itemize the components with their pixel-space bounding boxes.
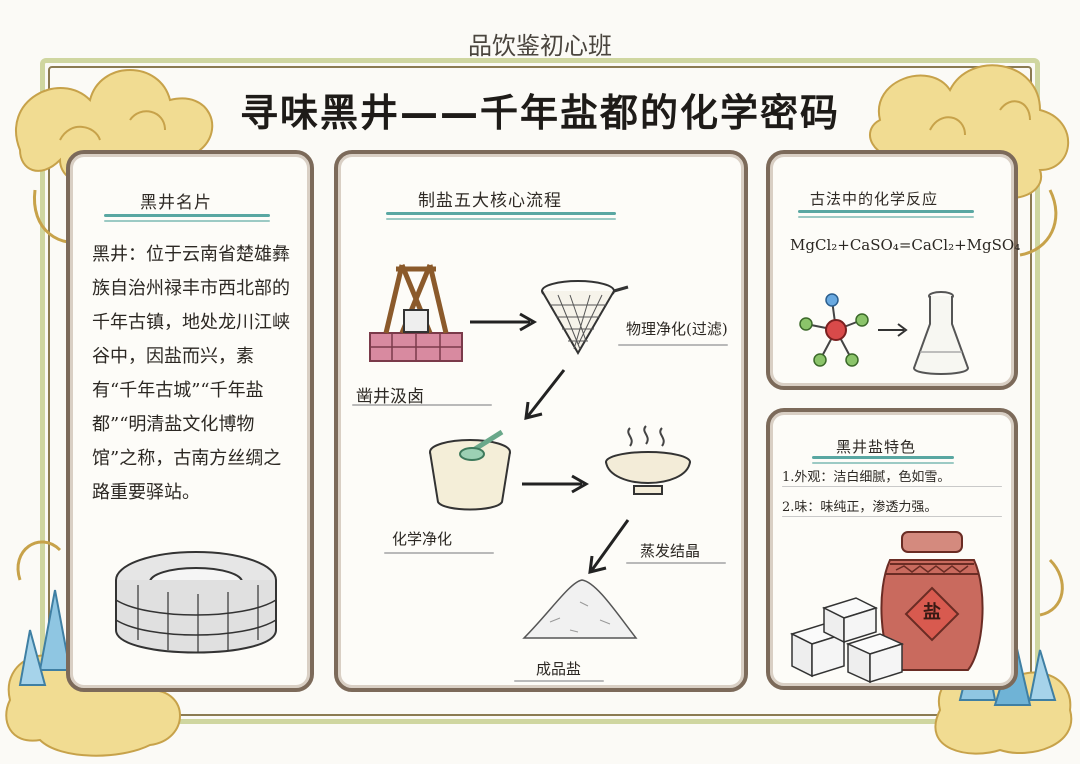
step4-underline: [626, 562, 726, 564]
heading-underline: [812, 456, 954, 459]
heading-chemistry: 古法中的化学反应: [810, 190, 939, 208]
heading-underline-2: [386, 218, 616, 220]
chemical-equation: MgCl₂+CaSO₄=CaCl₂+MgSO₄: [790, 236, 1021, 254]
step5-underline: [514, 680, 604, 682]
arrow-down-left-icon-2: [588, 519, 630, 574]
arrow-down-left-icon: [524, 369, 566, 420]
molecule-illustration: [799, 293, 869, 367]
step1-label: 凿井汲卤: [356, 387, 424, 407]
inner-frame: [48, 66, 1032, 716]
step1-underline: [352, 404, 492, 406]
step4-label: 蒸发结晶: [640, 542, 701, 560]
panel-chemistry: [766, 150, 1018, 390]
heading-process: 制盐五大核心流程: [418, 191, 562, 211]
salt-jar-illustration: [880, 531, 984, 671]
arrow-right-small-icon: [878, 323, 908, 337]
heading-underline-2: [812, 462, 954, 464]
signature-text: 品饮鉴初心班: [468, 32, 612, 60]
salt-pile-illustration: [522, 579, 638, 639]
step2-underline: [618, 344, 728, 346]
jar-salt-character: 盐: [923, 602, 941, 623]
arrow-right-icon: [470, 312, 538, 332]
heading-underline-2: [104, 220, 270, 222]
flask-illustration: [912, 291, 970, 375]
salt-blocks-illustration: [790, 597, 905, 684]
heading-underline-2: [798, 216, 974, 218]
salt-feature-line1: 1.外观：洁白细腻，色如雪。: [782, 470, 951, 485]
heading-salt-features: 黑井盐特色: [836, 438, 917, 456]
step2-label: 物理净化(过滤): [626, 320, 728, 338]
well-illustration: [115, 551, 277, 654]
step3-label: 化学净化: [392, 530, 453, 548]
outer-frame: [40, 58, 1040, 724]
heading-underline: [798, 210, 974, 213]
heading-heijing-card: 黑井名片: [140, 193, 212, 213]
heading-underline: [386, 212, 616, 215]
line1-underline: [782, 486, 1002, 487]
heijing-description: 黑井：位于云南省楚雄彝族自治州禄丰市西北部的千年古镇，地处龙川江峡谷中，因盐而兴…: [92, 244, 290, 503]
filter-net-illustration: [541, 280, 629, 355]
heading-underline: [104, 214, 270, 217]
steaming-bowl-illustration: [605, 425, 691, 495]
salt-feature-line2: 2.味：味纯正，渗透力强。: [782, 500, 938, 515]
arrow-right-icon-2: [522, 474, 590, 494]
line2-underline: [782, 516, 1002, 517]
panel-process: [334, 150, 748, 692]
step3-underline: [384, 552, 494, 554]
derrick-illustration: [369, 264, 463, 362]
bucket-illustration: [429, 429, 511, 511]
step5-label: 成品盐: [536, 660, 582, 678]
page-title: 寻味黑井——千年盐都的化学密码: [239, 91, 840, 135]
